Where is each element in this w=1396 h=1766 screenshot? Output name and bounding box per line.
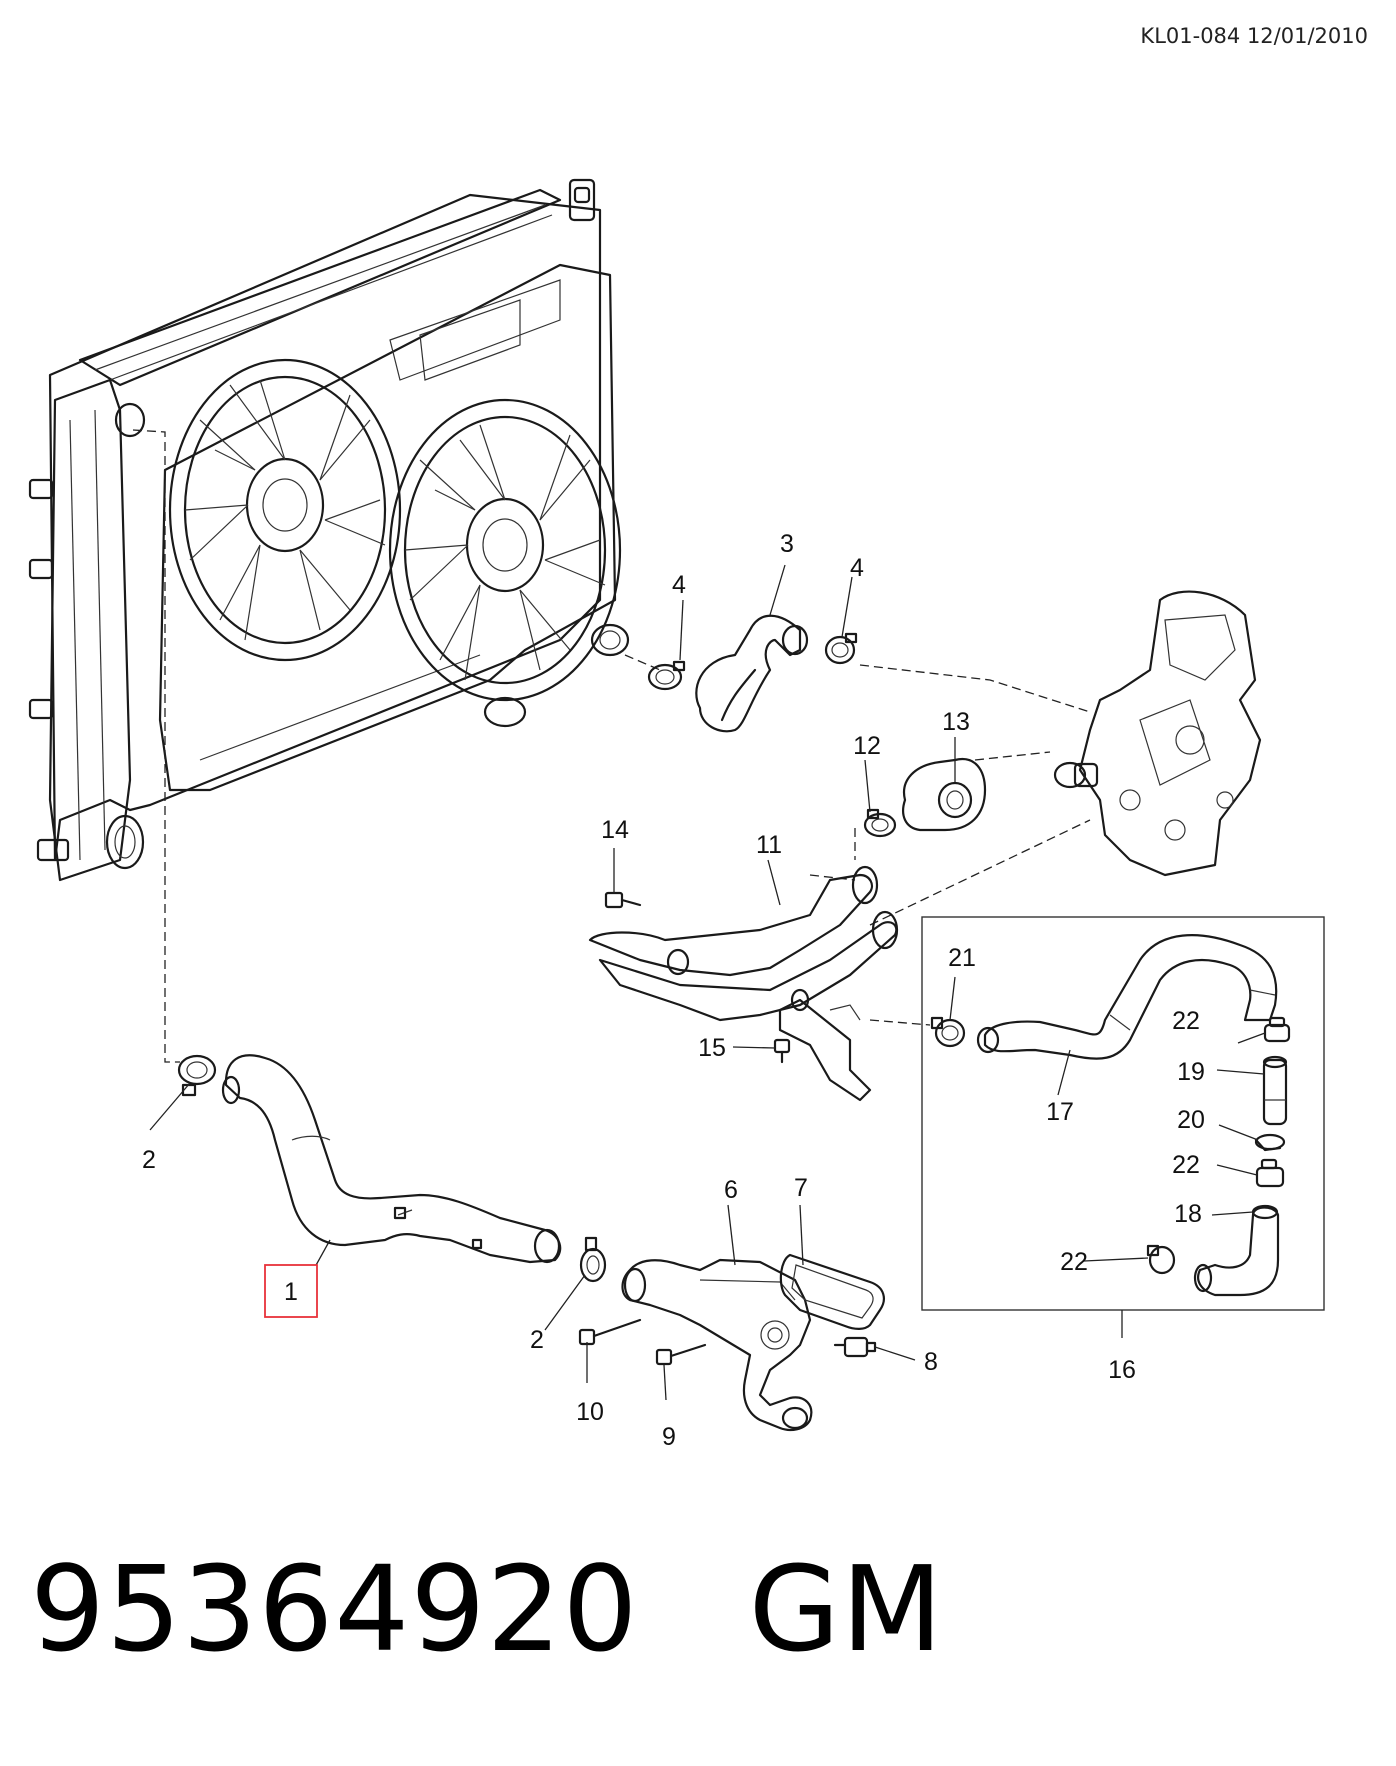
callout-18[interactable]: 18 — [1174, 1200, 1202, 1228]
callout-3[interactable]: 3 — [780, 530, 794, 558]
hose-clamp-22-lower — [1146, 1244, 1176, 1275]
drawing-reference: KL01-084 12/01/2010 — [1140, 24, 1368, 48]
callout-22-middle[interactable]: 22 — [1172, 1151, 1200, 1179]
callout-16[interactable]: 16 — [1108, 1356, 1136, 1384]
callout-14[interactable]: 14 — [601, 816, 629, 844]
callout-22-lower[interactable]: 22 — [1060, 1248, 1088, 1276]
callout-6[interactable]: 6 — [724, 1176, 738, 1204]
gasket-7 — [779, 1253, 885, 1330]
hose-13 — [902, 757, 987, 832]
callout-19[interactable]: 19 — [1177, 1058, 1205, 1086]
bolt-9 — [655, 1343, 707, 1366]
callout-12[interactable]: 12 — [853, 732, 881, 760]
hose-17 — [976, 934, 1278, 1060]
upper-radiator-hose-3 — [695, 614, 809, 733]
kit-box-16 — [921, 916, 1325, 1311]
heater-pipe-assembly-11 — [588, 865, 899, 1102]
callout-13[interactable]: 13 — [942, 708, 970, 736]
bolt-15 — [773, 1038, 791, 1064]
temperature-sensor-8 — [833, 1336, 877, 1358]
connector-19 — [1262, 1055, 1288, 1126]
bolt-10 — [578, 1318, 642, 1346]
hose-clamp-4-right — [824, 632, 858, 665]
bolt-14 — [604, 891, 642, 909]
callout-1[interactable]: 1 — [284, 1278, 298, 1306]
hose-clamp-21 — [930, 1016, 966, 1048]
water-pump-housing — [1053, 590, 1262, 877]
callout-15[interactable]: 15 — [698, 1034, 726, 1062]
callout-22-top[interactable]: 22 — [1172, 1007, 1200, 1035]
callout-7[interactable]: 7 — [794, 1174, 808, 1202]
hose-clamp-12 — [863, 808, 897, 838]
callout-2-upper[interactable]: 2 — [142, 1146, 156, 1174]
hose-clamp-4-left — [647, 660, 686, 691]
clip-20 — [1254, 1133, 1286, 1152]
callout-20[interactable]: 20 — [1177, 1106, 1205, 1134]
part-number-footer: 95364920 GM — [30, 1540, 944, 1678]
callout-9[interactable]: 9 — [662, 1423, 676, 1451]
callout-2-lower[interactable]: 2 — [530, 1326, 544, 1354]
radiator-fan-assembly — [28, 178, 630, 882]
callout-4-right[interactable]: 4 — [850, 554, 864, 582]
callout-4-left[interactable]: 4 — [672, 571, 686, 599]
callout-10[interactable]: 10 — [576, 1398, 604, 1426]
callout-leaders — [149, 564, 1266, 1401]
hose-clamp-2-lower — [579, 1236, 607, 1283]
hose-clamp-22-middle — [1255, 1158, 1285, 1188]
cooling-fan-right — [388, 398, 622, 702]
radiator-outlet-hose-1 — [221, 1054, 562, 1264]
part-number: 95364920 — [30, 1540, 639, 1678]
hose-clamp-22-top — [1263, 1016, 1291, 1043]
callout-17[interactable]: 17 — [1046, 1098, 1074, 1126]
callout-8[interactable]: 8 — [924, 1348, 938, 1376]
callout-21[interactable]: 21 — [948, 944, 976, 972]
callout-11[interactable]: 11 — [756, 831, 782, 859]
connection-lines — [132, 429, 1091, 1063]
cooling-fan-left — [168, 358, 402, 662]
callout-1-highlight-box — [264, 1264, 318, 1318]
brand-name: GM — [748, 1540, 944, 1678]
thermostat-housing-6 — [621, 1258, 813, 1431]
hose-18 — [1193, 1204, 1280, 1297]
